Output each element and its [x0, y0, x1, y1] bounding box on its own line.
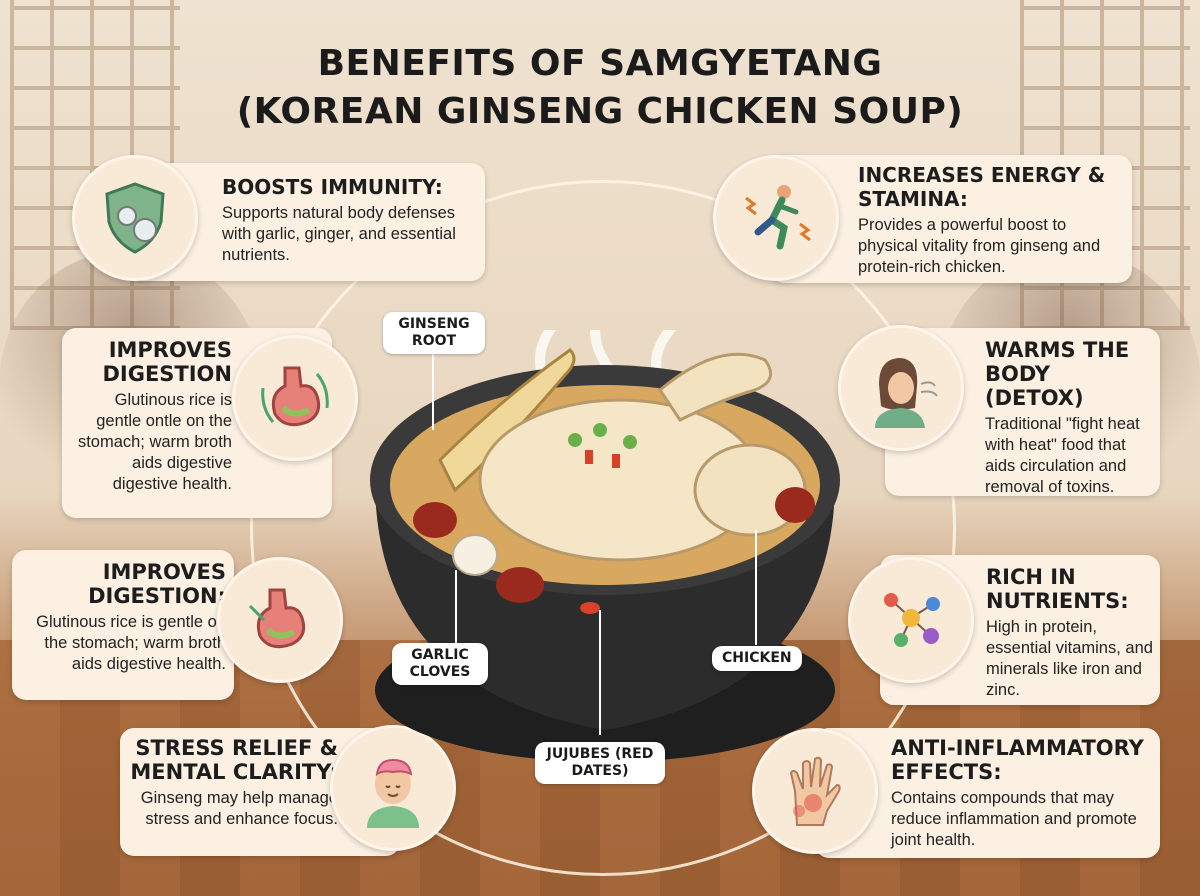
- leader-line-ginseng: [432, 350, 434, 430]
- benefit-title: ANTI-INFLAMMATORY EFFECTS:: [891, 736, 1144, 784]
- woman-breath-icon: [838, 325, 964, 451]
- benefit-text: Ginseng may help manage stress and enhan…: [140, 789, 338, 828]
- ingredient-label-jujubes: JUJUBES (RED DATES): [535, 742, 665, 784]
- benefit-text: Supports natural body defenses with garl…: [222, 204, 456, 264]
- brain-person-icon: [330, 725, 456, 851]
- benefit-title: RICH IN NUTRIENTS:: [986, 565, 1129, 613]
- benefit-title: WARMS THE BODY (DETOX): [985, 338, 1130, 410]
- benefit-title: INCREASES ENERGY & STAMINA:: [858, 163, 1106, 211]
- stomach-icon: [217, 557, 343, 683]
- benefit-text: Glutinous rice is gentle on the stomach;…: [36, 613, 226, 673]
- benefit-text: Contains compounds that may reduce infla…: [891, 789, 1137, 849]
- benefit-text: High in protein, essential vitamins, and…: [986, 618, 1153, 699]
- title-line-1: BENEFITS OF SAMGYETANG: [317, 43, 883, 84]
- benefit-title: IMPROVES DIGESTION:: [88, 560, 226, 608]
- benefit-card-digestion-2: IMPROVES DIGESTION: Glutinous rice is ge…: [12, 550, 234, 700]
- benefit-title: BOOSTS IMMUNITY:: [222, 175, 443, 199]
- connector-ring: [250, 180, 956, 876]
- benefit-text: Provides a powerful boost to physical vi…: [858, 216, 1101, 276]
- running-person-icon: [713, 155, 839, 281]
- samgyetang-bowl-illustration: [370, 330, 840, 762]
- title-line-2: (KOREAN GINSENG CHICKEN SOUP): [236, 91, 964, 132]
- ingredient-label-garlic-cloves: GARLIC CLOVES: [392, 643, 488, 685]
- hand-inflammation-icon: [752, 728, 878, 854]
- stomach-icon: [232, 335, 358, 461]
- shield-virus-icon: [72, 155, 198, 281]
- benefit-text: Traditional "fight heat with heat" food …: [985, 415, 1140, 496]
- benefit-card-energy: INCREASES ENERGY & STAMINA: Provides a p…: [770, 155, 1132, 283]
- ingredient-label-ginseng-root: GINSENG ROOT: [383, 312, 485, 354]
- molecule-icon: [848, 557, 974, 683]
- leader-line-garlic: [455, 570, 457, 645]
- benefit-text: Glutinous rice is gentle ontle on the st…: [77, 391, 232, 493]
- page-title: BENEFITS OF SAMGYETANG (KOREAN GINSENG C…: [0, 40, 1200, 136]
- leader-line-chicken: [755, 530, 757, 645]
- leader-line-jujubes: [599, 610, 601, 735]
- ingredient-label-chicken: CHICKEN: [712, 646, 802, 671]
- benefit-title: IMPROVES DIGESTION: [102, 338, 232, 386]
- benefit-title: STRESS RELIEF & MENTAL CLARITY:: [130, 736, 338, 784]
